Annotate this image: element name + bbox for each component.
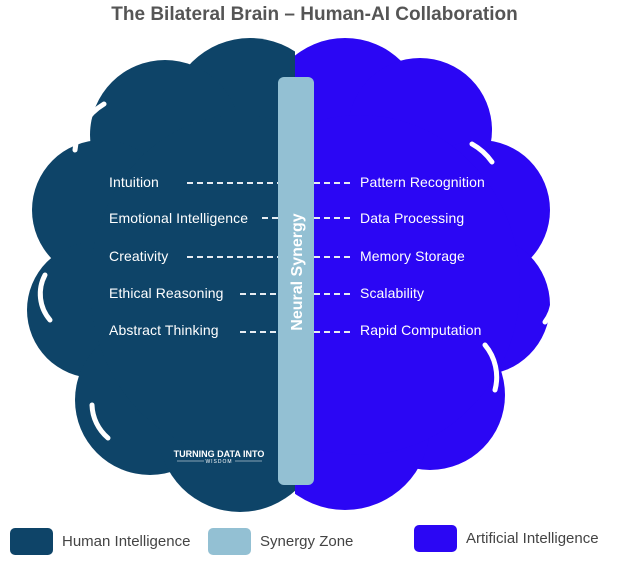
ai-trait-pattern-recognition: Pattern Recognition	[360, 174, 485, 190]
legend-item-synergy: Synergy Zone	[208, 528, 353, 555]
legend-item-human: Human Intelligence	[10, 528, 190, 555]
human-connectors	[187, 182, 280, 333]
turning-data-into-wisdom-logo: TURNING DATA INTO WISDOM	[174, 449, 265, 465]
legend-label-human: Human Intelligence	[62, 533, 191, 550]
synergy-zone-bar	[278, 77, 314, 485]
diagram-title: The Bilateral Brain – Human-AI Collabora…	[111, 4, 518, 25]
ai-trait-memory-storage: Memory Storage	[360, 248, 465, 264]
lobe-contours	[37, 101, 556, 441]
legend: Human Intelligence Synergy Zone Artifici…	[0, 525, 629, 565]
ai-trait-rapid-computation: Rapid Computation	[360, 322, 482, 338]
human-trait-emotional-intelligence: Emotional Intelligence	[109, 210, 248, 226]
ai-connectors	[314, 182, 352, 333]
human-trait-creativity: Creativity	[109, 248, 168, 264]
human-trait-ethical-reasoning: Ethical Reasoning	[109, 285, 224, 301]
ai-trait-data-processing: Data Processing	[360, 210, 464, 226]
legend-label-synergy: Synergy Zone	[260, 533, 354, 550]
legend-label-ai: Artificial Intelligence	[466, 530, 599, 547]
human-hemisphere	[27, 38, 295, 512]
ai-trait-scalability: Scalability	[360, 285, 424, 301]
legend-item-ai: Artificial Intelligence	[414, 525, 599, 552]
ai-hemisphere	[295, 38, 550, 510]
legend-swatch-ai	[414, 525, 457, 552]
legend-swatch-human	[10, 528, 53, 555]
human-trait-abstract-thinking: Abstract Thinking	[109, 322, 219, 338]
legend-swatch-synergy	[208, 528, 251, 555]
synergy-label: Neural Synergy	[289, 213, 306, 330]
logo-line-1: TURNING DATA INTO	[174, 449, 265, 459]
logo-line-2: WISDOM	[205, 459, 232, 465]
human-trait-intuition: Intuition	[109, 174, 159, 190]
